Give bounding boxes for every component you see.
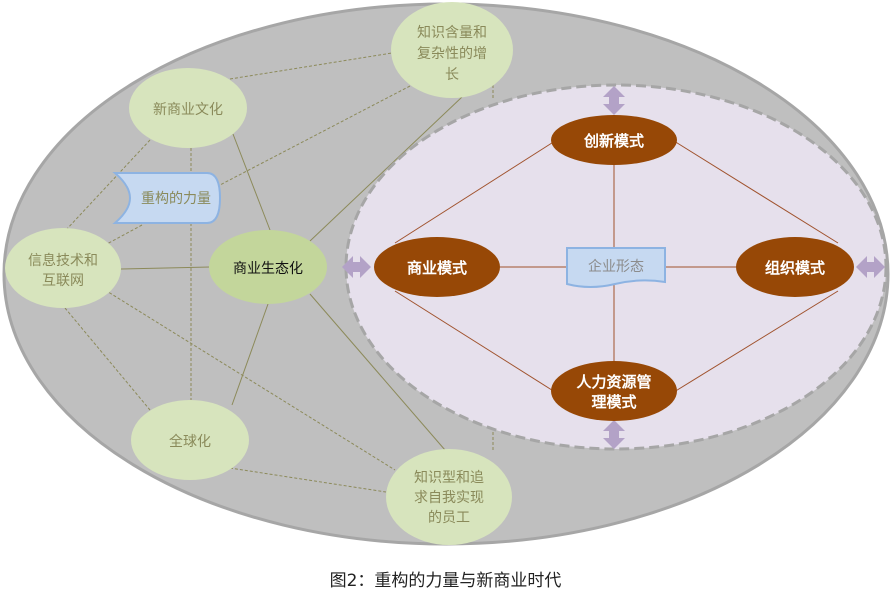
connector [219, 85, 411, 186]
node-globalization: 全球化 [131, 400, 249, 480]
svg-text:商业生态化: 商业生态化 [233, 261, 303, 277]
connector [104, 289, 396, 471]
double-arrows [342, 86, 885, 449]
connector [64, 307, 151, 411]
node-hr-model: 人力资源管 理模式 [551, 361, 677, 421]
svg-text:知识含量和: 知识含量和 [417, 24, 487, 41]
connector [309, 293, 446, 451]
svg-text:知识型和追: 知识型和追 [414, 469, 484, 486]
node-enterprise-form: 企业形态 [566, 247, 666, 288]
svg-text:的员工: 的员工 [428, 510, 470, 526]
svg-text:复杂性的增: 复杂性的增 [417, 45, 487, 62]
svg-text:组织模式: 组织模式 [765, 259, 825, 277]
node-innovation-model: 创新模式 [551, 115, 677, 165]
connector [232, 133, 271, 231]
node-business-ecosystem: 商业生态化 [209, 230, 327, 304]
double-arrow-icon [603, 420, 625, 449]
svg-text:企业形态: 企业形态 [588, 258, 644, 275]
connector [309, 96, 463, 242]
connector [65, 139, 151, 231]
svg-text:长: 长 [445, 67, 459, 83]
connector [104, 224, 143, 246]
node-organization-model: 组织模式 [736, 237, 854, 297]
node-knowledge-growth: 知识含量和 复杂性的增 长 [391, 2, 513, 98]
figure-caption: 图2：重构的力量与新商业时代 [329, 571, 562, 591]
svg-text:全球化: 全球化 [169, 433, 211, 450]
node-new-business-culture: 新商业文化 [129, 68, 247, 148]
connector [231, 303, 269, 406]
svg-text:互联网: 互联网 [42, 273, 84, 289]
node-reconstruct-force: 重构的力量 [112, 172, 222, 224]
connector [120, 266, 211, 270]
connector [394, 140, 556, 244]
svg-text:重构的力量: 重构的力量 [141, 191, 211, 207]
connector [229, 52, 393, 80]
svg-text:理模式: 理模式 [591, 393, 636, 411]
connector [673, 290, 839, 393]
svg-text:信息技术和: 信息技术和 [28, 252, 98, 269]
node-it-internet: 信息技术和 互联网 [5, 228, 121, 308]
svg-text:求自我实现: 求自我实现 [414, 490, 484, 506]
svg-text:创新模式: 创新模式 [583, 132, 644, 150]
svg-text:商业模式: 商业模式 [407, 259, 467, 277]
double-arrow-icon [342, 256, 371, 278]
svg-text:新商业文化: 新商业文化 [153, 102, 223, 118]
connector [673, 140, 839, 244]
connector [229, 467, 387, 493]
double-arrow-icon [856, 256, 885, 278]
connector [394, 290, 556, 393]
svg-text:人力资源管: 人力资源管 [576, 373, 651, 391]
node-knowledge-employees: 知识型和追 求自我实现 的员工 [386, 449, 512, 545]
double-arrow-icon [603, 86, 625, 115]
node-business-model: 商业模式 [374, 237, 500, 297]
